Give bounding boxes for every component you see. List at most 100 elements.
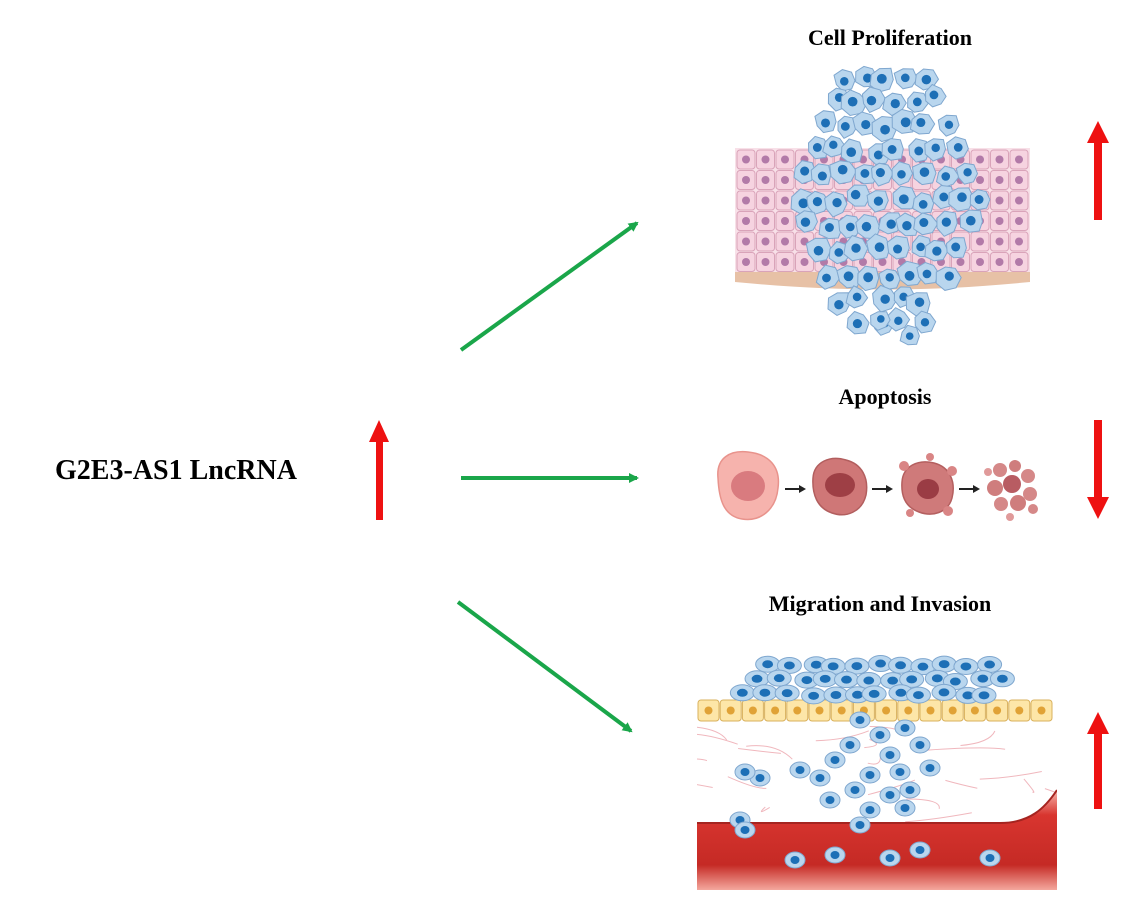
- tumor-nucleus: [978, 691, 990, 700]
- epithelial-nucleus: [976, 155, 984, 164]
- stroma-fiber: [864, 738, 877, 749]
- tumor-nucleus: [740, 768, 750, 776]
- tumor-nucleus: [798, 198, 809, 209]
- stroma-fiber: [945, 779, 978, 789]
- tumor-nucleus: [850, 189, 861, 200]
- tumor-nucleus: [895, 688, 907, 697]
- tumor-nucleus: [965, 215, 976, 226]
- tumor-nucleus: [914, 146, 924, 156]
- tumor-nucleus: [852, 292, 862, 302]
- stroma-fiber: [697, 733, 738, 745]
- tumor-nucleus: [960, 662, 972, 671]
- tumor-nucleus: [873, 196, 884, 206]
- tumor-nucleus: [845, 222, 855, 232]
- tumor-nucleus: [841, 675, 852, 684]
- tumor-nucleus: [830, 690, 842, 699]
- tumor-nucleus: [963, 168, 972, 177]
- tumor-nucleus: [846, 147, 857, 158]
- endothelial-nucleus: [815, 706, 824, 715]
- tumor-nucleus: [852, 319, 863, 329]
- apoptosis-cell-shrinking: [812, 457, 868, 516]
- endothelial-nucleus: [1037, 706, 1046, 715]
- tumor-nucleus: [984, 660, 995, 669]
- stage-arrow-2: [872, 485, 893, 493]
- tumor-nucleus: [918, 200, 928, 209]
- endothelial-nucleus: [948, 706, 957, 715]
- epithelial-nucleus: [1015, 176, 1023, 184]
- epithelial-nucleus: [976, 258, 984, 266]
- tumor-nucleus: [894, 316, 903, 326]
- tumor-nucleus: [834, 299, 844, 310]
- tumor-nucleus: [855, 716, 865, 724]
- tumor-nucleus: [875, 167, 885, 178]
- epithelial-nucleus: [781, 176, 789, 184]
- tumor-nucleus: [801, 676, 813, 685]
- tumor-nucleus: [861, 221, 872, 232]
- tumor-nucleus: [941, 217, 951, 227]
- stroma-fiber: [1044, 788, 1057, 794]
- tumor-nucleus: [895, 768, 905, 776]
- apoptosis-cell-blebbing: [899, 453, 957, 517]
- tumor-nucleus: [985, 854, 995, 862]
- stage-arrow-1: [785, 485, 806, 493]
- stroma-fiber: [815, 730, 869, 742]
- tumor-nucleus: [977, 674, 989, 683]
- tumor-nucleus: [874, 242, 885, 253]
- epithelial-nucleus: [859, 258, 867, 266]
- tumor-nucleus: [897, 170, 906, 179]
- tumor-nucleus: [962, 691, 974, 700]
- tumor-nucleus: [916, 117, 926, 128]
- epithelial-nucleus: [781, 217, 789, 225]
- tumor-nucleus: [919, 218, 929, 228]
- tumor-nucleus: [904, 270, 915, 281]
- tumor-nucleus: [912, 97, 922, 107]
- epithelial-nucleus: [742, 155, 750, 164]
- tumor-nucleus: [880, 124, 890, 135]
- epithelial-nucleus: [1015, 237, 1023, 246]
- tumor-nucleus: [885, 751, 895, 759]
- tumor-nucleus: [840, 122, 850, 131]
- tumor-nucleus: [880, 294, 890, 304]
- tumor-nucleus: [852, 690, 863, 699]
- tumor-nucleus: [751, 674, 763, 683]
- endothelial-nucleus: [970, 706, 979, 715]
- tumor-nucleus: [810, 660, 822, 669]
- tumor-nucleus: [887, 676, 899, 685]
- epithelial-nucleus: [742, 258, 750, 266]
- tumor-nucleus: [817, 171, 827, 181]
- endothelial-nucleus: [837, 706, 846, 715]
- tumor-nucleus: [762, 660, 774, 669]
- tumor-nucleus: [866, 95, 877, 106]
- tumor-nucleus: [916, 242, 925, 252]
- stroma-fiber: [960, 730, 996, 746]
- stage-arrow-3: [959, 485, 980, 493]
- endothelial-nucleus: [926, 706, 935, 715]
- endothelial-nucleus: [748, 706, 757, 715]
- connector-arrow-proliferation: [459, 221, 639, 352]
- tumor-nucleus: [821, 118, 830, 128]
- tumor-nucleus: [885, 273, 894, 282]
- tumor-nucleus: [900, 804, 910, 812]
- tumor-nucleus: [850, 786, 860, 794]
- epithelial-nucleus: [995, 258, 1004, 266]
- tumor-nucleus: [921, 74, 932, 85]
- epithelial-nucleus: [1015, 155, 1023, 164]
- tumor-nucleus: [876, 73, 887, 84]
- stroma-fiber: [905, 812, 972, 823]
- tumor-nucleus: [790, 856, 800, 864]
- tumor-nucleus: [899, 292, 908, 302]
- tumor-nucleus: [830, 851, 840, 859]
- tumor-nucleus: [829, 140, 838, 150]
- tumor-nucleus: [875, 659, 886, 668]
- tumor-nucleus: [868, 689, 880, 698]
- tumor-nucleus: [863, 676, 875, 685]
- tumor-nucleus: [957, 192, 967, 203]
- stroma-fiber: [927, 747, 1006, 751]
- stroma-fiber: [867, 779, 916, 796]
- stroma-fiber: [738, 748, 781, 754]
- endothelial-nucleus: [771, 706, 780, 715]
- tumor-nucleus: [755, 774, 765, 782]
- tumor-nucleus: [851, 662, 863, 671]
- tumor-nucleus: [914, 297, 925, 307]
- tumor-nucleus: [847, 96, 858, 107]
